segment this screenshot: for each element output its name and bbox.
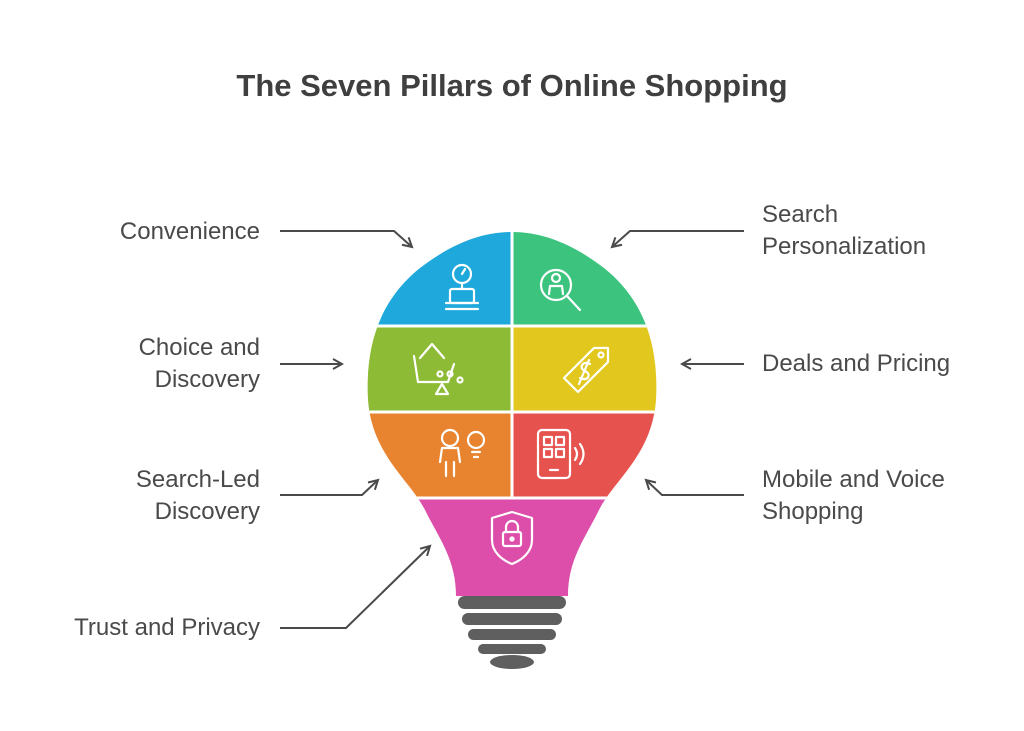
segment-deals-and-pricing	[512, 326, 657, 412]
arrow-convenience	[280, 230, 412, 247]
label-choice-and-discovery: Choice and Discovery	[60, 332, 260, 396]
arrow-search-led-discovery	[280, 480, 378, 496]
label-trust-and-privacy: Trust and Privacy	[20, 612, 260, 644]
label-line: Shopping	[762, 498, 864, 525]
label-line: Personalization	[762, 233, 927, 260]
diagram-title: The Seven Pillars of Online Shopping	[236, 68, 788, 103]
segment-choice-and-discovery	[367, 326, 512, 412]
label-line: Discovery	[154, 498, 260, 525]
segment-convenience	[367, 232, 512, 326]
label-line: Search-Led	[135, 466, 260, 493]
label-search-led-discovery: Search-Led Discovery	[60, 464, 260, 528]
segment-mobile-and-voice-shopping	[512, 412, 657, 498]
label-convenience: Convenience	[60, 216, 260, 248]
label-line: Deals and Pricing	[762, 350, 951, 377]
basket-icon	[412, 342, 464, 396]
arrow-trust-and-privacy	[280, 546, 430, 629]
label-line: Choice and	[138, 334, 260, 361]
arrow-mobile-and-voice-shopping	[646, 480, 744, 496]
price-tag-icon	[562, 346, 610, 394]
segment-search-personalization	[512, 232, 657, 326]
label-line: Trust and Privacy	[74, 614, 260, 641]
shield-lock-icon	[490, 510, 534, 566]
label-line: Discovery	[154, 366, 260, 393]
label-line: Convenience	[119, 218, 260, 245]
label-mobile-and-voice-shopping: Mobile and Voice Shopping	[762, 464, 945, 528]
person-search-icon	[539, 268, 582, 312]
arrow-search-personalization	[612, 230, 744, 247]
segment-trust-and-privacy	[367, 498, 657, 596]
label-line: Search	[762, 201, 839, 228]
segment-search-led-discovery	[367, 412, 512, 498]
label-line: Mobile and Voice	[762, 466, 945, 493]
scale-icon	[444, 263, 480, 311]
mobile-voice-icon	[536, 428, 585, 480]
label-deals-and-pricing: Deals and Pricing	[762, 348, 950, 380]
label-search-personalization: Search Personalization	[762, 199, 926, 263]
person-idea-icon	[438, 428, 486, 478]
